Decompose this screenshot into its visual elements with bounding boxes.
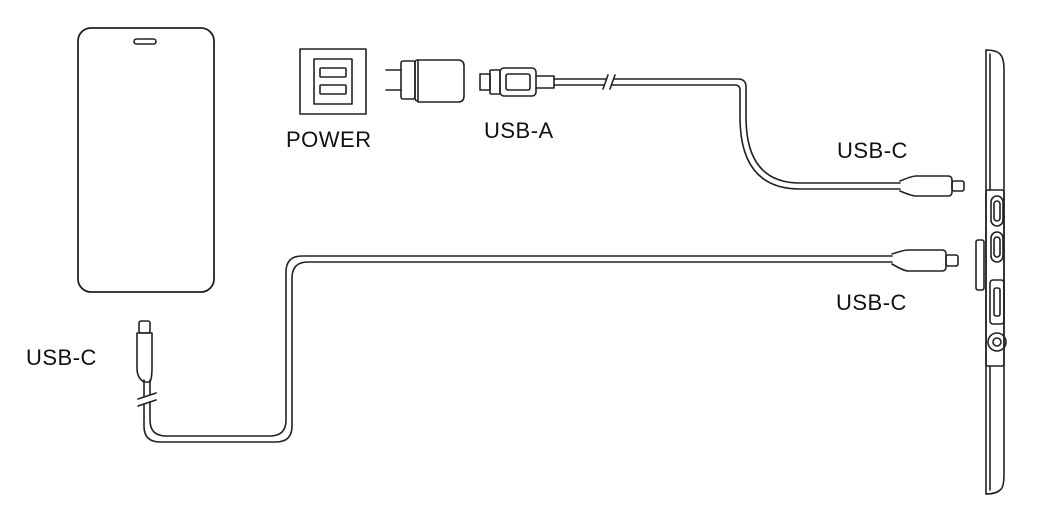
- power-label: POWER: [286, 127, 372, 152]
- usb-c-phone-label: USB-C: [26, 345, 97, 370]
- usb-c-display-bottom-label: USB-C: [836, 290, 907, 315]
- usb-a-plug-icon: [479, 67, 555, 97]
- cable-phone-to-display: [135, 255, 893, 443]
- wall-outlet-icon: [299, 48, 367, 115]
- power-adapter-icon: [385, 59, 465, 103]
- usb-c-plug-icon: [899, 175, 965, 197]
- usb-c-plug-icon: [891, 249, 959, 272]
- usb-c-plug-icon: [136, 320, 153, 383]
- cable-usba-to-display: [553, 72, 901, 190]
- usb-c-display-top-label: USB-C: [837, 138, 908, 163]
- usb-a-label: USB-A: [484, 118, 554, 143]
- portable-display-icon: [975, 49, 1007, 495]
- phone-icon: [77, 27, 215, 293]
